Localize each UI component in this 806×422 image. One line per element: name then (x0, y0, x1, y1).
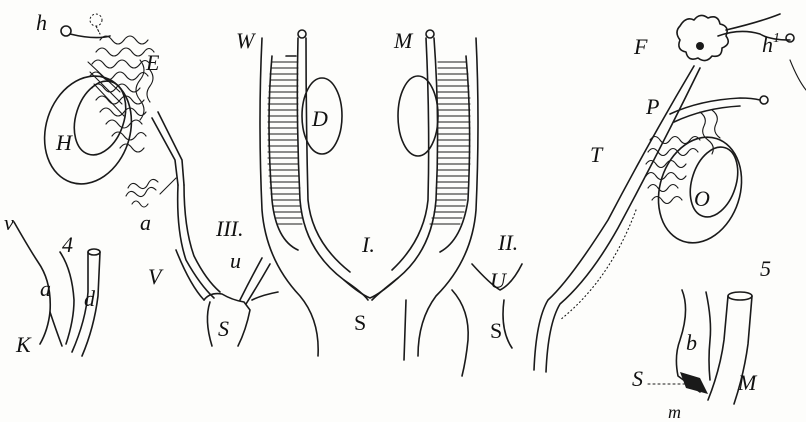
label-b: b (686, 330, 697, 355)
stalk-h (70, 34, 110, 38)
label-M-bottom: M (737, 370, 758, 395)
label-5: 5 (760, 256, 771, 281)
ring-O-inner (682, 141, 746, 223)
label-T: T (590, 142, 604, 167)
tubule-mass-E (88, 36, 154, 152)
tube-T (534, 66, 694, 370)
vas-V (178, 185, 214, 298)
label-P: P (645, 94, 659, 119)
label-m: m (668, 402, 681, 422)
dashed-circle (90, 14, 102, 26)
label-v: v (4, 210, 14, 235)
ellipse-right (398, 76, 438, 156)
label-W: W (236, 28, 256, 53)
figure-5 (648, 290, 752, 404)
label-M-top: M (393, 28, 414, 53)
label-h1: h1 (762, 31, 780, 57)
label-E: E (145, 50, 160, 75)
label-4: 4 (62, 232, 73, 257)
label-S-right: S (490, 318, 502, 343)
label-a-small: a (40, 276, 51, 301)
label-S-center: S (354, 310, 366, 335)
label-III: III. (215, 216, 243, 241)
label-V: V (148, 264, 164, 289)
label-U: U (490, 268, 508, 293)
label-D: D (311, 106, 328, 131)
ring-H-outer (31, 65, 145, 196)
label-F: F (633, 34, 648, 59)
figure-ii (452, 14, 806, 376)
label-H: H (55, 130, 73, 155)
label-S-left: S (218, 316, 229, 341)
fimbria-F (677, 15, 728, 60)
label-a-left: a (140, 210, 151, 235)
label-O: O (694, 186, 710, 211)
label-h: h (36, 10, 47, 35)
label-II: II. (497, 230, 518, 255)
label-K: K (15, 332, 32, 357)
ring-H-inner (65, 74, 134, 161)
label-I: I. (361, 232, 375, 257)
duct-main (152, 118, 178, 185)
comb-left (268, 62, 302, 224)
label-u-left: u (230, 248, 241, 273)
label-S-small: S (632, 366, 643, 391)
small-coils (126, 178, 176, 207)
figure-i (260, 30, 478, 360)
label-d: d (84, 286, 96, 311)
